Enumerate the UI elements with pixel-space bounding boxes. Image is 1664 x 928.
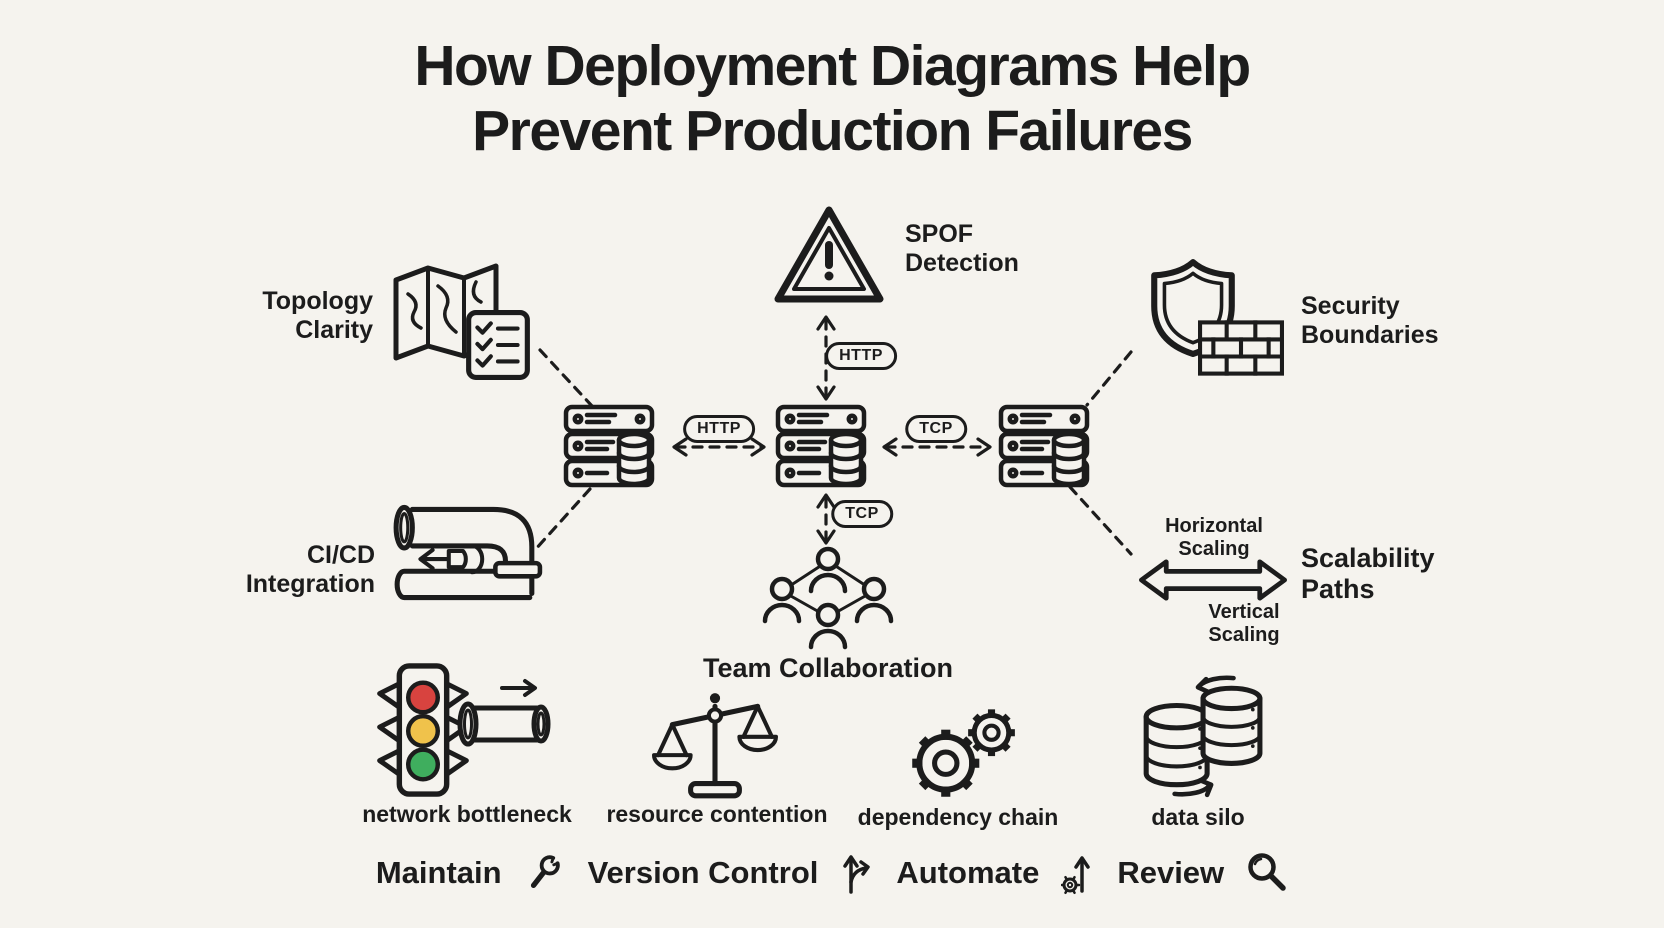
spof-detection-label: SPOF Detection [905, 220, 1019, 278]
scales-icon [652, 690, 778, 804]
arrowhead [816, 493, 836, 509]
arrowhead [882, 437, 898, 457]
scalability-paths-label: Scalability Paths [1301, 543, 1435, 605]
risk-label-dependency-chain: dependency chain [857, 804, 1059, 830]
maintain-label: Maintain [375, 855, 502, 890]
data-silo-icon [1134, 674, 1266, 800]
cicd-integration-label: CI/CD Integration [150, 541, 375, 599]
gears-icon [898, 698, 1022, 802]
traffic-light-icon [366, 660, 480, 800]
wrench-icon [524, 852, 566, 894]
risk-label-data-silo: data silo [1151, 804, 1245, 830]
team-icon [762, 543, 894, 655]
topology-line-2: Clarity [295, 316, 373, 344]
checklist-icon [466, 310, 530, 380]
gear-arrow-icon [1061, 849, 1095, 897]
version-control-label: Version Control [587, 855, 819, 890]
double-arrow-icon [1136, 559, 1290, 601]
server-stack-icon-right [998, 404, 1098, 492]
risk-label-resource-contention: resource contention [606, 801, 828, 827]
practices-row: Maintain Version Control [0, 846, 1664, 900]
arrowhead [976, 437, 992, 457]
connector-cicd [532, 487, 592, 553]
shield-icon [1146, 257, 1240, 359]
scalability-line-1: Scalability [1301, 543, 1435, 573]
security-line-1: Security [1301, 292, 1400, 320]
automate-label: Automate [896, 855, 1040, 890]
spof-line-1: SPOF [905, 220, 974, 248]
http-pill-left: HTTP [683, 415, 755, 443]
topology-line-1: Topology [262, 287, 373, 315]
tcp-pill-bottom: TCP [831, 500, 893, 528]
page-title: How Deployment Diagrams Help Prevent Pro… [0, 34, 1664, 164]
topology-clarity-label: Topology Clarity [150, 287, 373, 345]
horizontal-scaling-label: Horizontal Scaling [1165, 515, 1263, 560]
pipeline-icon [386, 500, 546, 606]
branch-arrow-icon [840, 850, 874, 896]
warning-triangle-icon [772, 203, 886, 307]
arrowhead [750, 437, 766, 457]
title-line-1: How Deployment Diagrams Help [414, 34, 1251, 98]
pipe-icon [452, 678, 556, 752]
server-stack-icon-left [563, 404, 663, 492]
security-line-2: Boundaries [1301, 321, 1439, 349]
security-boundaries-label: Security Boundaries [1301, 292, 1439, 350]
connector-scalability [1068, 485, 1133, 556]
arrowhead [816, 315, 836, 331]
arrowhead [816, 529, 836, 545]
scalability-line-2: Paths [1301, 574, 1375, 604]
magnifier-icon [1246, 852, 1288, 894]
title-line-2: Prevent Production Failures [472, 99, 1193, 163]
tcp-pill-right: TCP [905, 415, 967, 443]
review-label: Review [1117, 855, 1225, 890]
server-stack-icon-center [775, 404, 875, 492]
cicd-line-1: CI/CD [306, 541, 375, 569]
risk-label-network-bottleneck: network bottleneck [362, 801, 572, 827]
vertical-scaling-label: Vertical Scaling [1208, 601, 1280, 646]
team-collaboration-label: Team Collaboration [702, 653, 954, 683]
cicd-line-2: Integration [245, 570, 375, 598]
connector-security [1085, 350, 1133, 407]
spof-line-2: Detection [905, 249, 1019, 277]
connector-topology [538, 348, 594, 408]
arrowhead [672, 437, 688, 457]
arrowhead [816, 385, 836, 401]
brick-wall-icon [1198, 320, 1284, 376]
http-pill-top: HTTP [825, 342, 897, 370]
